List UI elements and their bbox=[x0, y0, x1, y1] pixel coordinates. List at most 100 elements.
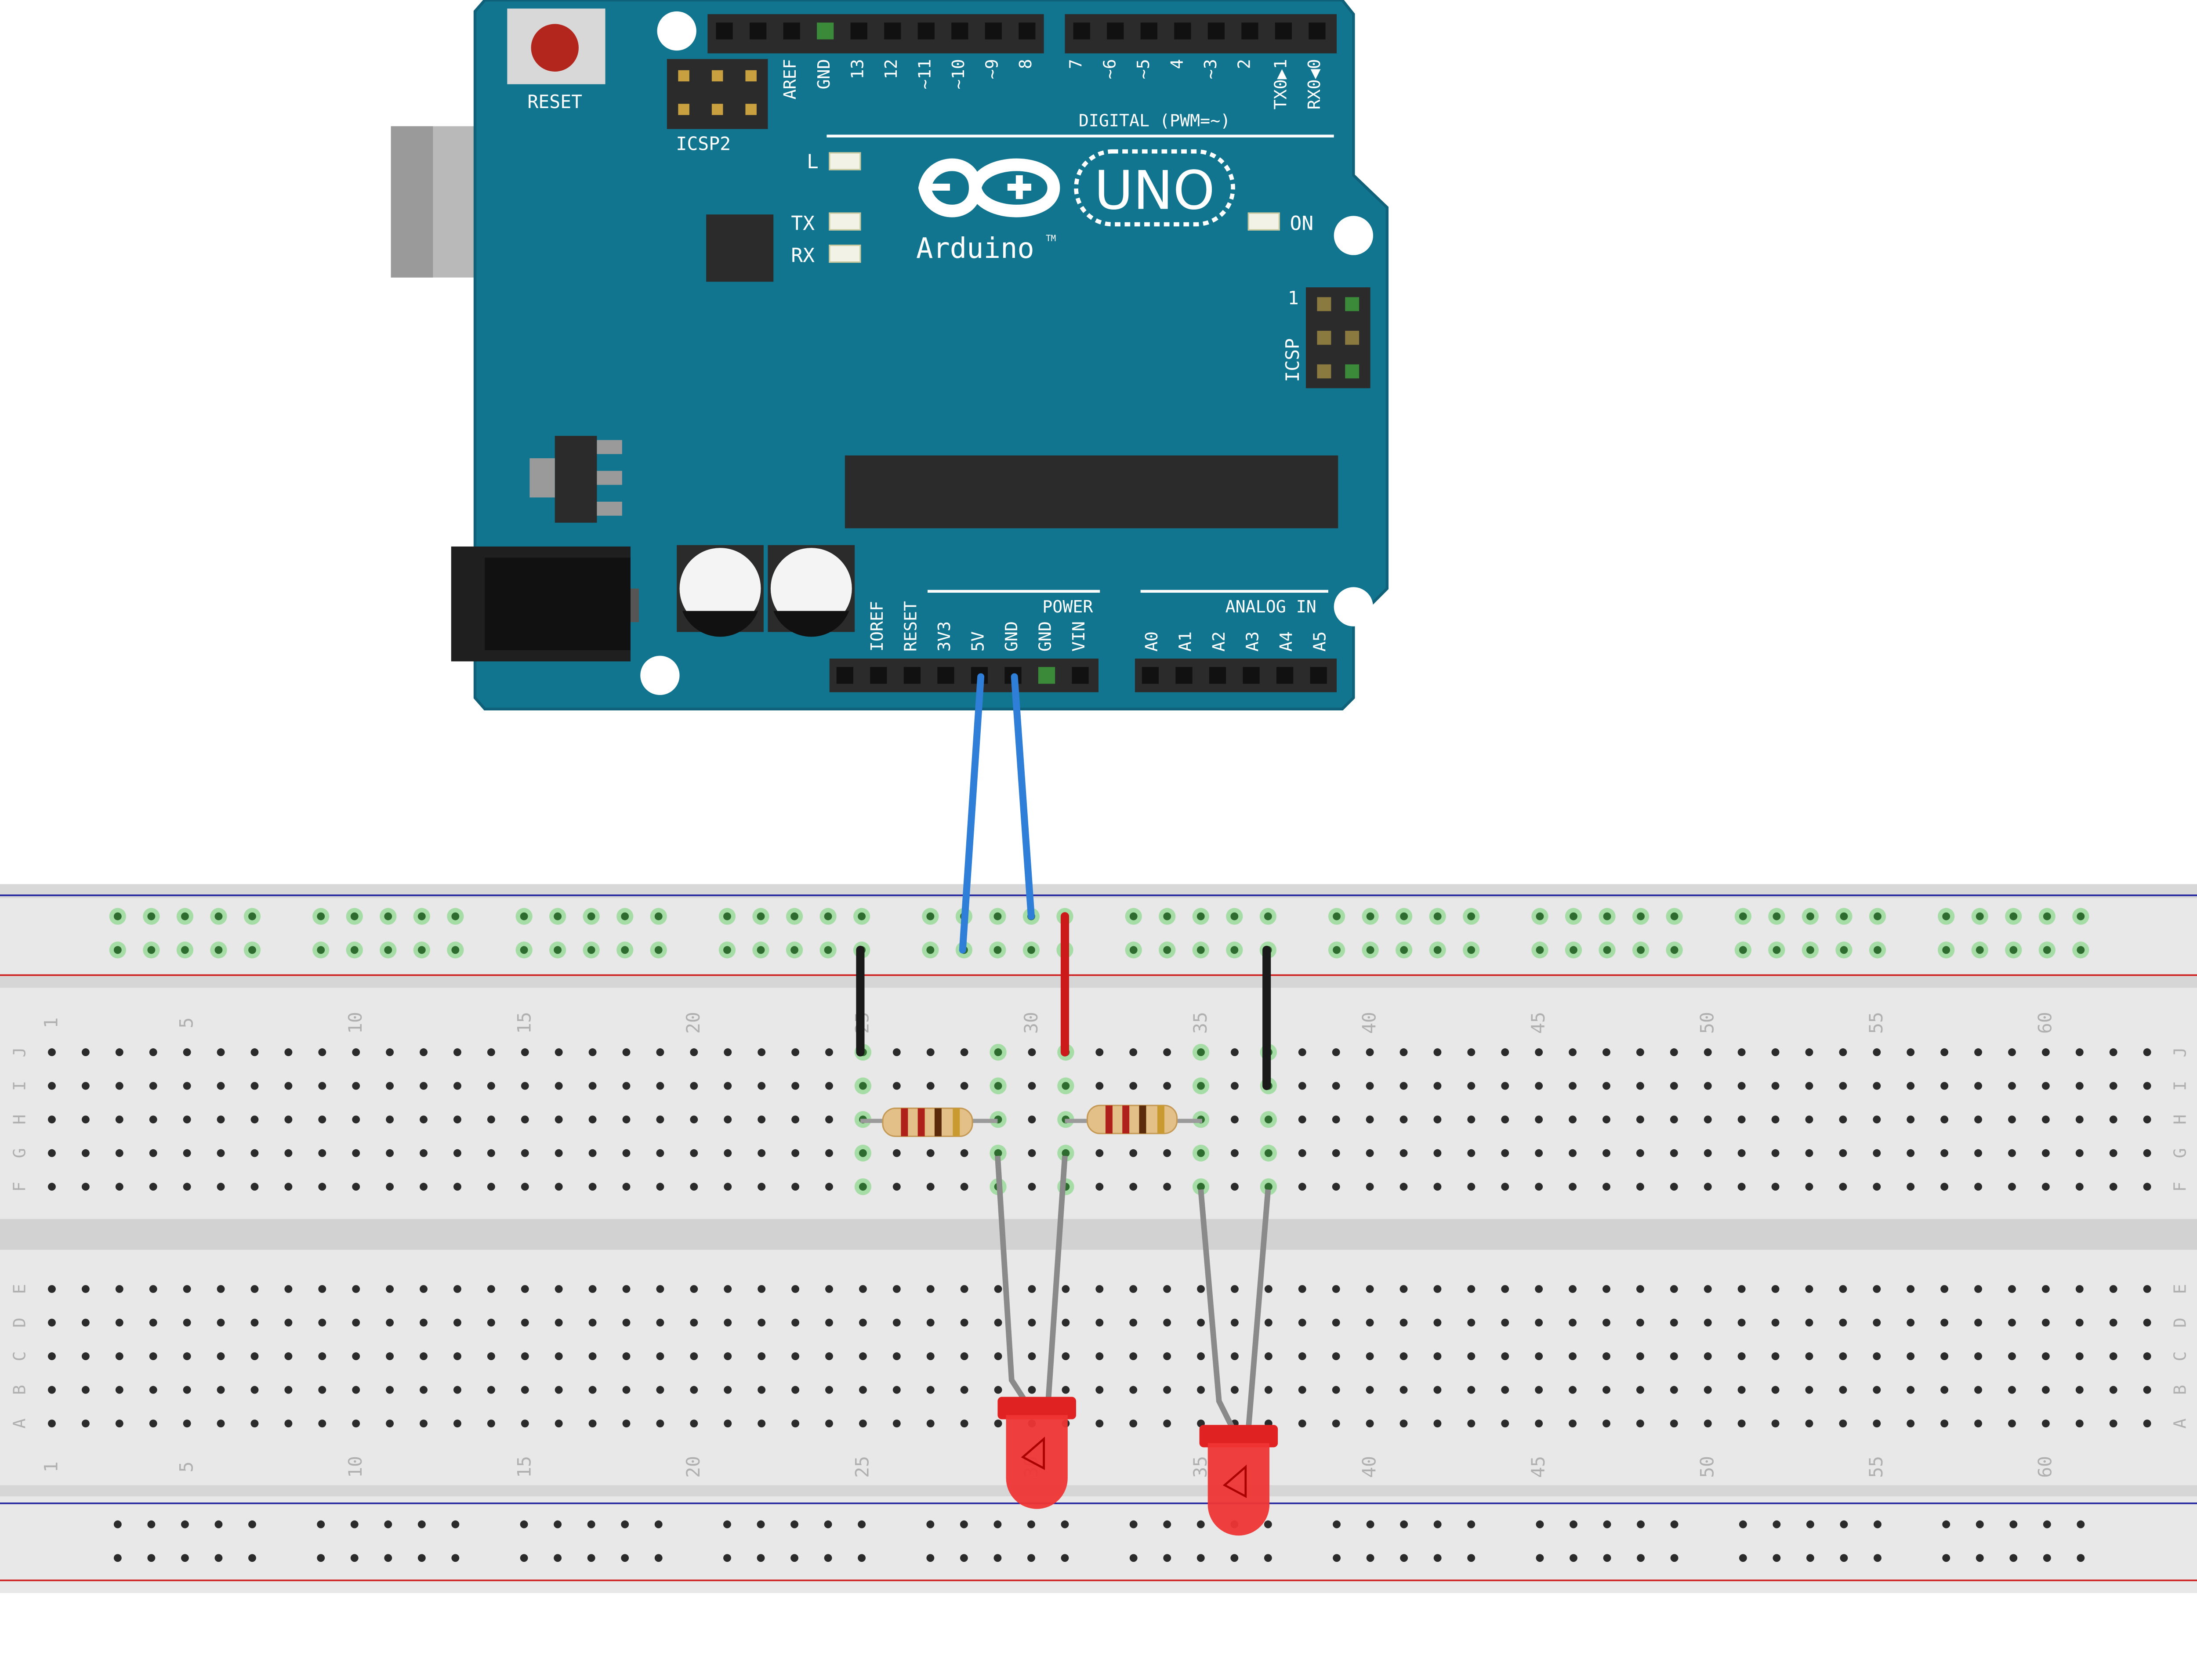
breadboard-hole bbox=[622, 1149, 631, 1157]
breadboard-hole bbox=[1670, 1352, 1678, 1360]
breadboard-hole bbox=[1028, 1352, 1036, 1360]
digital-pin-label: ~3 bbox=[1201, 59, 1221, 79]
row-letter: E bbox=[2170, 1284, 2190, 1294]
breadboard-hole bbox=[2109, 1285, 2117, 1293]
breadboard-hole bbox=[2075, 1285, 2084, 1293]
breadboard-hole bbox=[1332, 1115, 1340, 1124]
breadboard-hole bbox=[1028, 1115, 1036, 1124]
breadboard-hole bbox=[1907, 1352, 1915, 1360]
breadboard-hole bbox=[183, 1048, 191, 1057]
breadboard-hole bbox=[1840, 946, 1848, 954]
power-header-holes bbox=[836, 667, 1089, 684]
breadboard-hole bbox=[993, 912, 1002, 920]
breadboard-hole bbox=[859, 1183, 867, 1191]
breadboard-hole bbox=[555, 1183, 563, 1191]
header-hole bbox=[1019, 22, 1036, 40]
reset-button[interactable] bbox=[507, 8, 605, 84]
digital-pin-label: ~11 bbox=[915, 59, 935, 89]
breadboard-hole bbox=[2009, 946, 2018, 954]
breadboard-hole bbox=[1536, 1520, 1544, 1528]
breadboard-hole bbox=[183, 1285, 191, 1293]
breadboard-hole bbox=[1704, 1115, 1712, 1124]
breadboard-hole bbox=[384, 1554, 392, 1562]
breadboard-hole bbox=[926, 1554, 935, 1562]
breadboard-hole bbox=[81, 1419, 90, 1428]
breadboard-hole bbox=[1570, 1520, 1577, 1528]
header-hole bbox=[937, 667, 954, 684]
breadboard-hole bbox=[1636, 1149, 1644, 1157]
breadboard-hole bbox=[1873, 1183, 1881, 1191]
breadboard-hole bbox=[1230, 912, 1239, 920]
breadboard-hole bbox=[1839, 1285, 1847, 1293]
breadboard-hole bbox=[1637, 1554, 1645, 1562]
header-hole bbox=[917, 22, 935, 40]
breadboard-hole bbox=[284, 1318, 293, 1327]
breadboard-hole bbox=[622, 1318, 631, 1327]
analog-in-label: ANALOG IN bbox=[1225, 597, 1316, 617]
breadboard-hole bbox=[248, 912, 256, 920]
breadboard-hole bbox=[1332, 1048, 1340, 1057]
breadboard-hole bbox=[1805, 1183, 1813, 1191]
breadboard-hole bbox=[859, 1318, 867, 1327]
breadboard-hole bbox=[149, 1115, 157, 1124]
breadboard-hole bbox=[1535, 1285, 1543, 1293]
breadboard-hole bbox=[1163, 912, 1171, 920]
breadboard-hole bbox=[1976, 946, 1984, 954]
breadboard-hole bbox=[1332, 1352, 1340, 1360]
breadboard-hole bbox=[250, 1352, 259, 1360]
breadboard-hole bbox=[1976, 1554, 1984, 1562]
breadboard-hole bbox=[1400, 946, 1408, 954]
breadboard-hole bbox=[1569, 1149, 1577, 1157]
column-number: 35 bbox=[1190, 1456, 1211, 1478]
breadboard-hole bbox=[420, 1183, 428, 1191]
breadboard-hole bbox=[1400, 1520, 1408, 1528]
breadboard-hole bbox=[960, 1386, 968, 1394]
breadboard-hole bbox=[690, 1115, 698, 1124]
breadboard-hole bbox=[1196, 1554, 1205, 1562]
breadboard-hole bbox=[1196, 946, 1205, 954]
icsp-label: ICSP bbox=[1282, 338, 1303, 382]
breadboard-hole bbox=[1332, 1285, 1340, 1293]
breadboard-hole bbox=[250, 1115, 259, 1124]
column-number: 1 bbox=[41, 1462, 62, 1473]
breadboard-hole bbox=[386, 1285, 394, 1293]
breadboard-hole bbox=[757, 946, 765, 954]
breadboard-hole bbox=[588, 1115, 597, 1124]
breadboard-hole bbox=[1535, 1115, 1543, 1124]
breadboard-hole bbox=[250, 1183, 259, 1191]
breadboard-hole bbox=[1467, 1149, 1476, 1157]
breadboard-hole bbox=[926, 1386, 935, 1394]
header-hole bbox=[1072, 667, 1089, 684]
breadboard-hole bbox=[2075, 1419, 2084, 1428]
breadboard-hole bbox=[724, 1419, 732, 1428]
breadboard-hole bbox=[1636, 1352, 1644, 1360]
breadboard-hole bbox=[1399, 1048, 1408, 1057]
digital-pin-label: 8 bbox=[1016, 59, 1036, 69]
digital-pin-label: ~6 bbox=[1100, 59, 1120, 79]
breadboard-hole bbox=[1602, 1115, 1610, 1124]
breadboard-hole bbox=[758, 1285, 766, 1293]
breadboard-hole bbox=[555, 1419, 563, 1428]
breadboard-hole bbox=[758, 1115, 766, 1124]
breadboard-hole bbox=[1298, 1386, 1306, 1394]
breadboard-hole bbox=[1737, 1318, 1746, 1327]
breadboard-hole bbox=[115, 1149, 123, 1157]
breadboard-hole bbox=[1974, 1183, 1982, 1191]
breadboard-hole bbox=[1333, 912, 1341, 920]
column-number: 40 bbox=[1359, 1456, 1380, 1478]
breadboard-hole bbox=[183, 1386, 191, 1394]
breadboard-hole bbox=[2008, 1149, 2016, 1157]
header-hole bbox=[817, 22, 834, 40]
breadboard-hole bbox=[1264, 912, 1272, 920]
breadboard-hole bbox=[149, 1352, 157, 1360]
breadboard-hole bbox=[825, 1285, 833, 1293]
breadboard-hole bbox=[2075, 1183, 2084, 1191]
breadboard-hole bbox=[248, 946, 256, 954]
breadboard-hole bbox=[1704, 1149, 1712, 1157]
breadboard-hole bbox=[1907, 1082, 1915, 1090]
breadboard-hole bbox=[791, 1149, 800, 1157]
breadboard-hole bbox=[147, 1520, 156, 1528]
power-pin-label: VIN bbox=[1069, 621, 1089, 652]
